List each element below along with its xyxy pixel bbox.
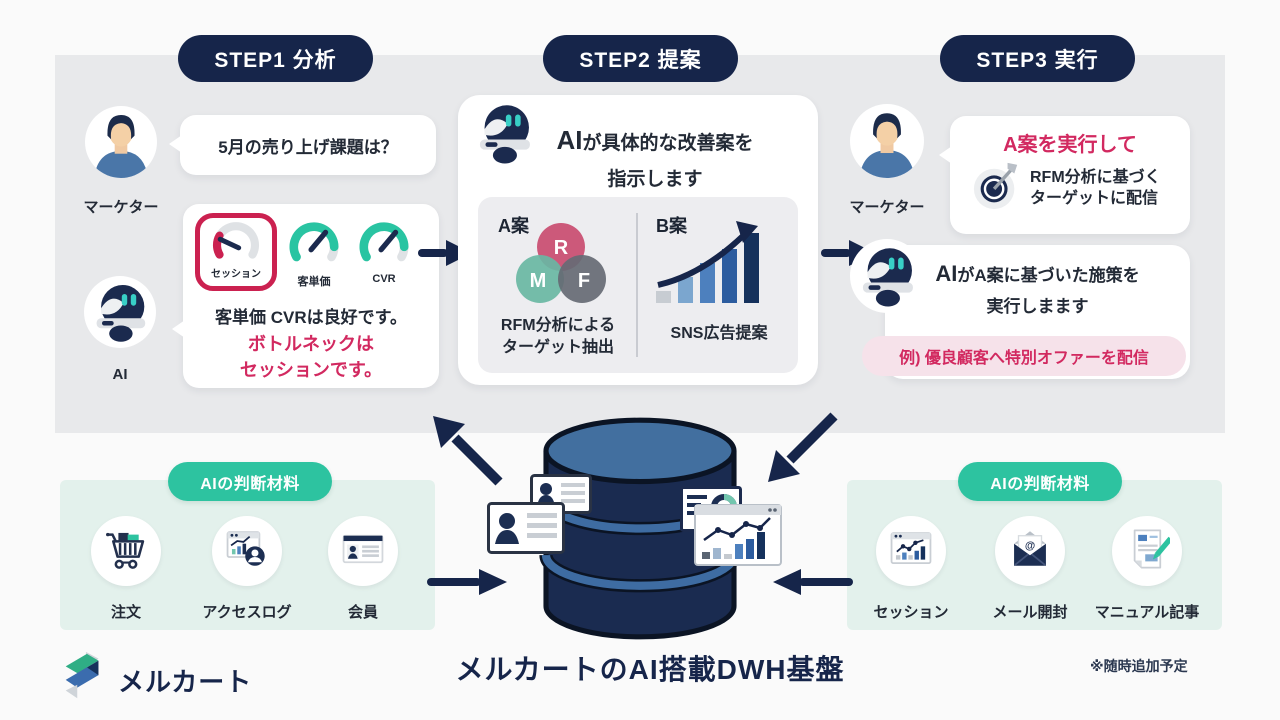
marketer-avatar — [85, 106, 157, 178]
session-label: セッション — [873, 604, 949, 621]
bubble-tail — [939, 146, 952, 164]
brand-name: メルカート — [118, 667, 253, 697]
cvr-gauge: CVR — [353, 218, 415, 285]
plan-a-caption: RFM分析による ターゲット抽出 — [478, 315, 638, 358]
plan-b-caption: SNS広告提案 — [670, 325, 768, 342]
step3-example-pill: 例) 優良顧客へ特別オファーを配信 — [862, 336, 1186, 376]
step1-badge-label: STEP1 分析 — [214, 48, 337, 72]
step3-response-ai: AI — [935, 261, 958, 286]
bubble-tail — [169, 135, 182, 153]
gauge-label: CVR — [372, 273, 396, 285]
gauge-label: セッション — [211, 269, 261, 280]
manual-article-label: マニュアル記事 — [1094, 604, 1200, 621]
step3-badge-label: STEP3 実行 — [976, 48, 1099, 72]
analytics-window-icon — [694, 504, 782, 571]
step2-heading-line2: 指示します — [607, 168, 703, 190]
svg-text:F: F — [578, 270, 590, 292]
gauge-label: 客単価 — [297, 276, 331, 288]
plan-a-caption-line1: RFM分析による — [500, 317, 616, 334]
arrow-right-sources-to-db — [773, 569, 853, 600]
plan-a-label: A案 — [498, 216, 529, 236]
aov-gauge: 客単価 — [283, 218, 345, 289]
mail-open-source: @ — [995, 516, 1065, 586]
step3-badge: STEP3 実行 — [940, 35, 1135, 82]
step1-analysis-bubble: セッション 客単価 CVR 客単価 CVRは良好です。 ボトルネックは セッショ… — [172, 204, 439, 388]
step1-question-bubble: 5月の売り上げ課題は？ — [169, 115, 436, 175]
arrow-left-sources-to-db — [427, 569, 507, 600]
marketer-label-step3: マーケター — [849, 199, 925, 216]
plan-a-caption-line2: ターゲット抽出 — [501, 338, 614, 356]
session-gauge-box: セッション — [195, 213, 277, 291]
cart-icon — [104, 527, 148, 576]
ai-avatar-step2 — [467, 96, 541, 170]
analysis-line2: ボトルネックは — [248, 334, 374, 354]
mercart-logo-icon — [57, 650, 111, 704]
analysis-line1: 客単価 CVRは良好です。 — [215, 308, 407, 327]
step1-badge: STEP1 分析 — [178, 35, 373, 82]
step2-heading: AIが具体的な改善案を 指示します — [520, 124, 790, 191]
step2-heading-ai: AI — [556, 125, 583, 155]
manual-article-icon — [1124, 526, 1173, 577]
access-log-source — [212, 516, 282, 586]
svg-text:R: R — [554, 237, 569, 259]
marketer-label: マーケター — [83, 199, 159, 216]
arrow-db-to-steps — [425, 408, 509, 497]
bubble-tail — [172, 320, 185, 338]
step2-badge: STEP2 提案 — [543, 35, 738, 82]
aov-gauge-icon — [289, 222, 339, 262]
manual-article-source — [1112, 516, 1182, 586]
step3-response-line2: 実行しまます — [986, 297, 1089, 316]
left-sources-badge: AIの判断材料 — [168, 462, 332, 501]
footnote: ※随時追加予定 — [1090, 658, 1188, 674]
svg-text:M: M — [530, 270, 547, 292]
order-label: 注文 — [110, 604, 141, 621]
order-source — [91, 516, 161, 586]
member-label: 会員 — [347, 604, 378, 621]
session-chart-icon — [888, 526, 934, 577]
mail-open-icon: @ — [1007, 526, 1053, 577]
step3-request-title: A案を実行して — [1003, 134, 1137, 156]
step3-request-line1: RFM分析に基づく — [1030, 168, 1161, 186]
arrow-step3-to-db — [760, 406, 844, 495]
access-log-icon — [224, 526, 270, 577]
session-gauge-icon — [212, 222, 260, 259]
svg-text:@: @ — [1025, 540, 1035, 552]
mail-open-label: メール開封 — [992, 604, 1068, 621]
step2-badge-label: STEP2 提案 — [579, 48, 702, 72]
plans-divider — [636, 213, 638, 357]
growth-bar-chart-icon — [652, 213, 777, 308]
analysis-line3: セッションです。 — [239, 360, 383, 380]
plan-b-label: B案 — [656, 216, 687, 236]
step2-plans-panel: A案 R M F RFM分析による ターゲット抽出 B案 — [478, 197, 798, 373]
right-sources-badge: AIの判断材料 — [958, 462, 1122, 501]
id-card-icon-front — [487, 502, 565, 559]
main-title: メルカートのAI搭載DWH基盤 — [455, 654, 845, 685]
ai-avatar — [84, 276, 156, 348]
member-source — [328, 516, 398, 586]
step1-question-text: 5月の売り上げ課題は？ — [218, 138, 398, 157]
rfm-venn-icon: R M F — [506, 219, 616, 311]
ai-avatar-step3 — [850, 239, 924, 313]
access-log-label: アクセスログ — [202, 604, 292, 621]
step2-heading-rest: が具体的な改善案を — [582, 133, 754, 154]
cvr-gauge-icon — [359, 222, 409, 262]
step3-request-line2: ターゲットに配信 — [1030, 189, 1159, 207]
marketer-avatar-step3 — [850, 104, 924, 178]
step3-response-rest: がA案に基づいた施策を — [957, 266, 1140, 285]
member-card-icon — [340, 526, 386, 577]
step3-request-bubble: A案を実行して RFM分析に基づく ターゲットに配信 — [939, 116, 1190, 234]
session-source — [876, 516, 946, 586]
target-dart-icon — [972, 161, 1022, 216]
ai-label: AI — [112, 366, 128, 383]
